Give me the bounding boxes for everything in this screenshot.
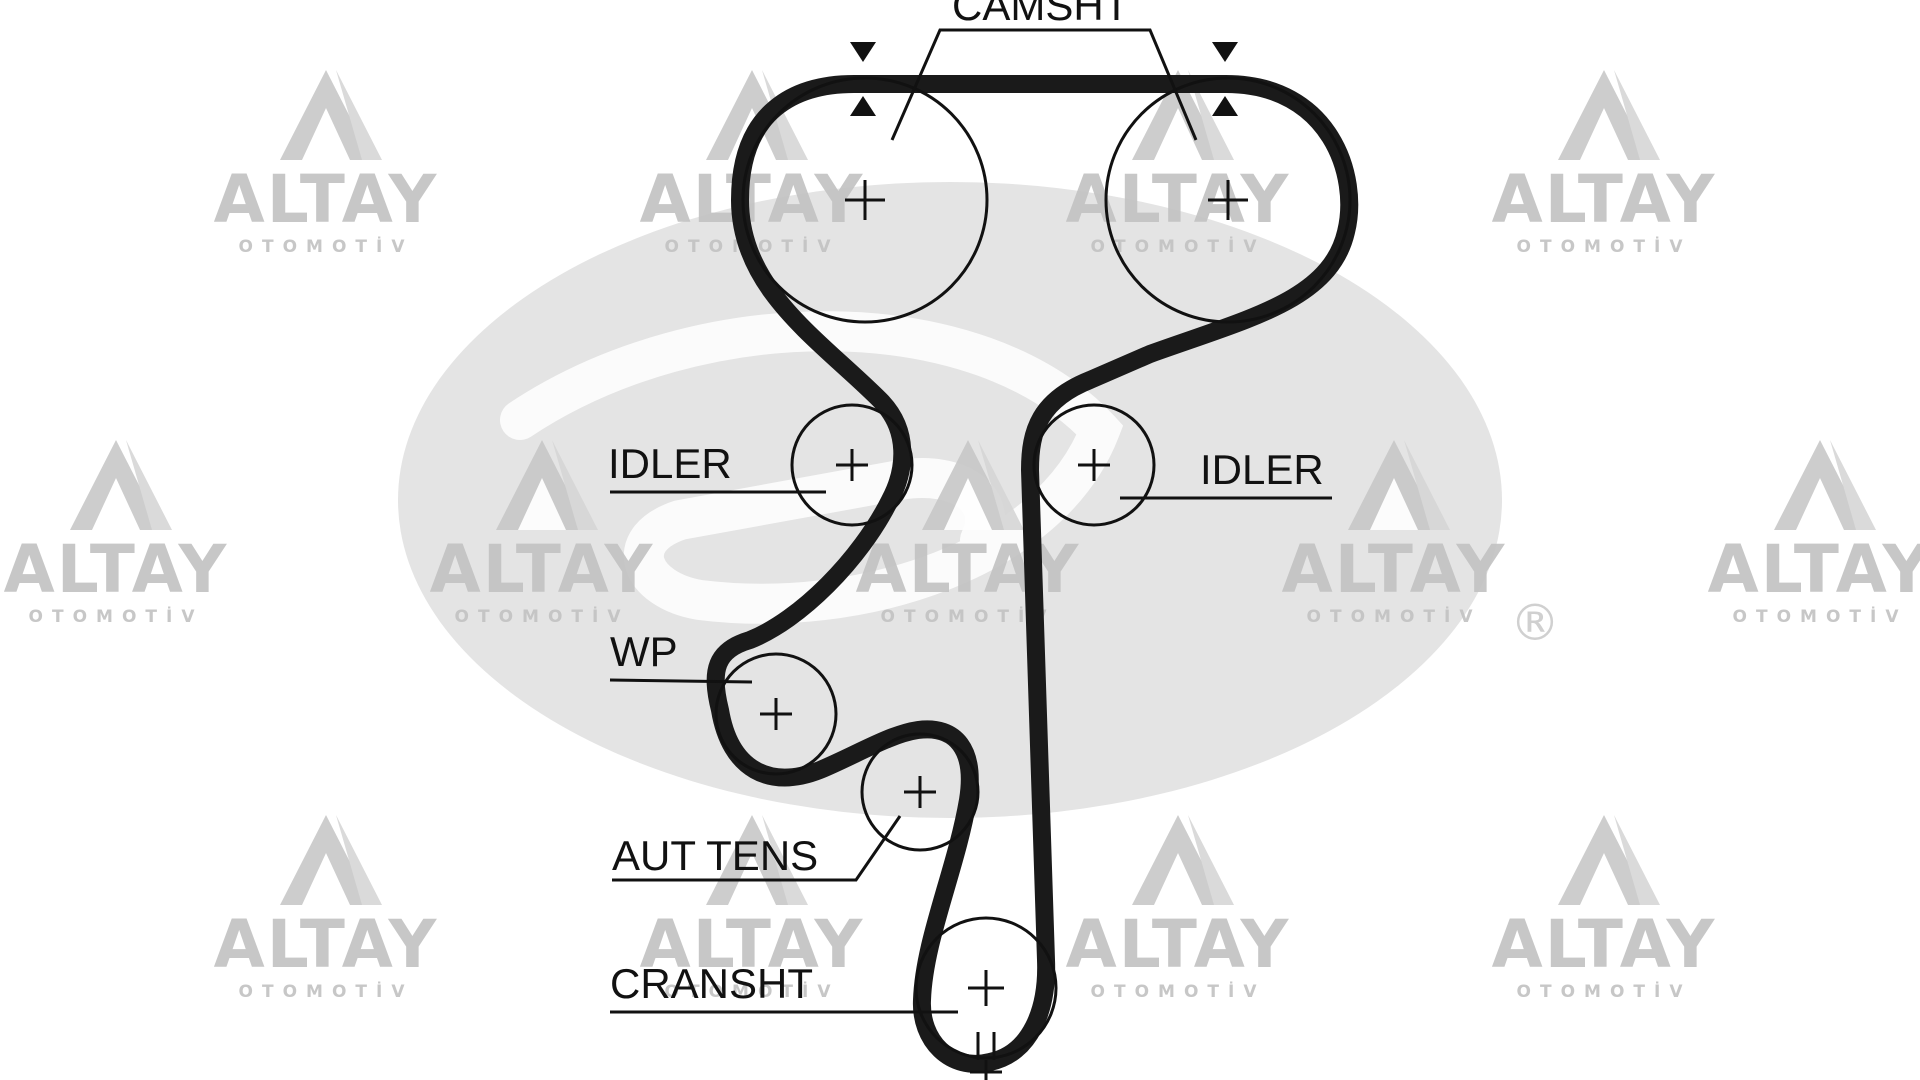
- background-logo-registered-mark: ®: [1510, 594, 1560, 652]
- watermark-subtitle: OTOMOTİV: [1517, 980, 1692, 1002]
- watermark-logo-icon: [70, 440, 172, 530]
- watermark-logo-icon: [1132, 815, 1234, 905]
- watermark-subtitle: OTOMOTİV: [239, 980, 414, 1002]
- timing-mark-right-bottom: [1212, 96, 1238, 116]
- timing-mark-left-bottom: [850, 96, 876, 116]
- auto-tensioner-pulley: [860, 732, 980, 852]
- center-mark-cam-right: [1208, 180, 1248, 220]
- center-mark-cam-left: [845, 180, 885, 220]
- label-water-pump: WP: [610, 628, 678, 675]
- center-mark-tensioner: [904, 776, 936, 808]
- watermark-subtitle: OTOMOTİV: [1517, 235, 1692, 257]
- watermark-brand: ALTAY: [214, 906, 439, 983]
- idler-pulley-right: [1032, 403, 1156, 527]
- watermark-subtitle: OTOMOTİV: [29, 605, 204, 627]
- crankshaft-key-mark: [970, 1032, 1002, 1080]
- watermark-logo-icon: [1558, 815, 1660, 905]
- watermark-subtitle: OTOMOTİV: [1091, 980, 1266, 1002]
- watermark-brand: ALTAY: [640, 161, 865, 238]
- watermark-brand: ALTAY: [430, 531, 655, 608]
- watermark-logo-icon: [1558, 70, 1660, 160]
- timing-belt: [706, 75, 1359, 1073]
- center-mark-crankshaft: [968, 970, 1004, 1006]
- leader-tensioner: [612, 815, 902, 882]
- watermark-subtitle: OTOMOTİV: [1307, 605, 1482, 627]
- watermark-brand: ALTAY: [4, 531, 229, 608]
- watermark-brand: ALTAY: [214, 161, 439, 238]
- label-idler-right: IDLER: [1200, 446, 1324, 493]
- pulley-centers: [760, 180, 1248, 1006]
- watermark-subtitle: OTOMOTİV: [455, 605, 630, 627]
- crankshaft-pulley: [914, 916, 1058, 1060]
- center-mark-idler-left: [836, 449, 868, 481]
- watermark-brand: ALTAY: [1492, 161, 1717, 238]
- center-mark-water-pump: [760, 698, 792, 730]
- timing-marks: [850, 42, 1238, 116]
- timing-mark-left-top: [850, 42, 876, 62]
- watermark-brand: ALTAY: [1282, 531, 1507, 608]
- pulleys: [714, 76, 1352, 1060]
- watermark-logo-icon: [1774, 440, 1876, 530]
- label-crankshaft: CRANSHT: [610, 960, 813, 1007]
- leader-camshaft: [890, 28, 1198, 141]
- watermark-brand: ALTAY: [640, 906, 865, 983]
- watermark-subtitle: OTOMOTİV: [881, 605, 1056, 627]
- watermark-brand: ALTAY: [1066, 161, 1291, 238]
- watermark-brand: ALTAY: [1492, 906, 1717, 983]
- belt-path: [706, 75, 1359, 1073]
- camshaft-pulley-left: [741, 76, 989, 324]
- leader-lines: [609, 28, 1332, 1014]
- idler-pulley-left: [790, 403, 914, 527]
- leader-water-pump: [609, 678, 753, 684]
- watermark-subtitle: OTOMOTİV: [1091, 235, 1266, 257]
- camshaft-pulley-right: [1104, 76, 1352, 324]
- watermark-subtitle: OTOMOTİV: [239, 235, 414, 257]
- label-idler-left: IDLER: [608, 440, 732, 487]
- watermark-logo-icon: [280, 70, 382, 160]
- watermark-subtitle: OTOMOTİV: [665, 980, 840, 1002]
- water-pump-pulley: [714, 652, 838, 776]
- watermark-subtitle: OTOMOTİV: [1733, 605, 1908, 627]
- watermark-brand: ALTAY: [1708, 531, 1920, 608]
- watermark-brand: ALTAY: [1066, 906, 1291, 983]
- label-auto-tensioner: AUT TENS: [612, 832, 818, 879]
- watermark-logo-icon: [280, 815, 382, 905]
- timing-mark-right-top: [1212, 42, 1238, 62]
- watermark-layer: ALTAYOTOMOTİVALTAYOTOMOTİVALTAYOTOMOTİVA…: [4, 70, 1920, 1002]
- label-camshaft: CAMSHT: [952, 0, 1129, 29]
- diagram-labels: CAMSHT IDLER IDLER WP AUT TENS CRANSHT: [608, 0, 1324, 1007]
- center-mark-idler-right: [1078, 449, 1110, 481]
- watermark-brand: ALTAY: [856, 531, 1081, 608]
